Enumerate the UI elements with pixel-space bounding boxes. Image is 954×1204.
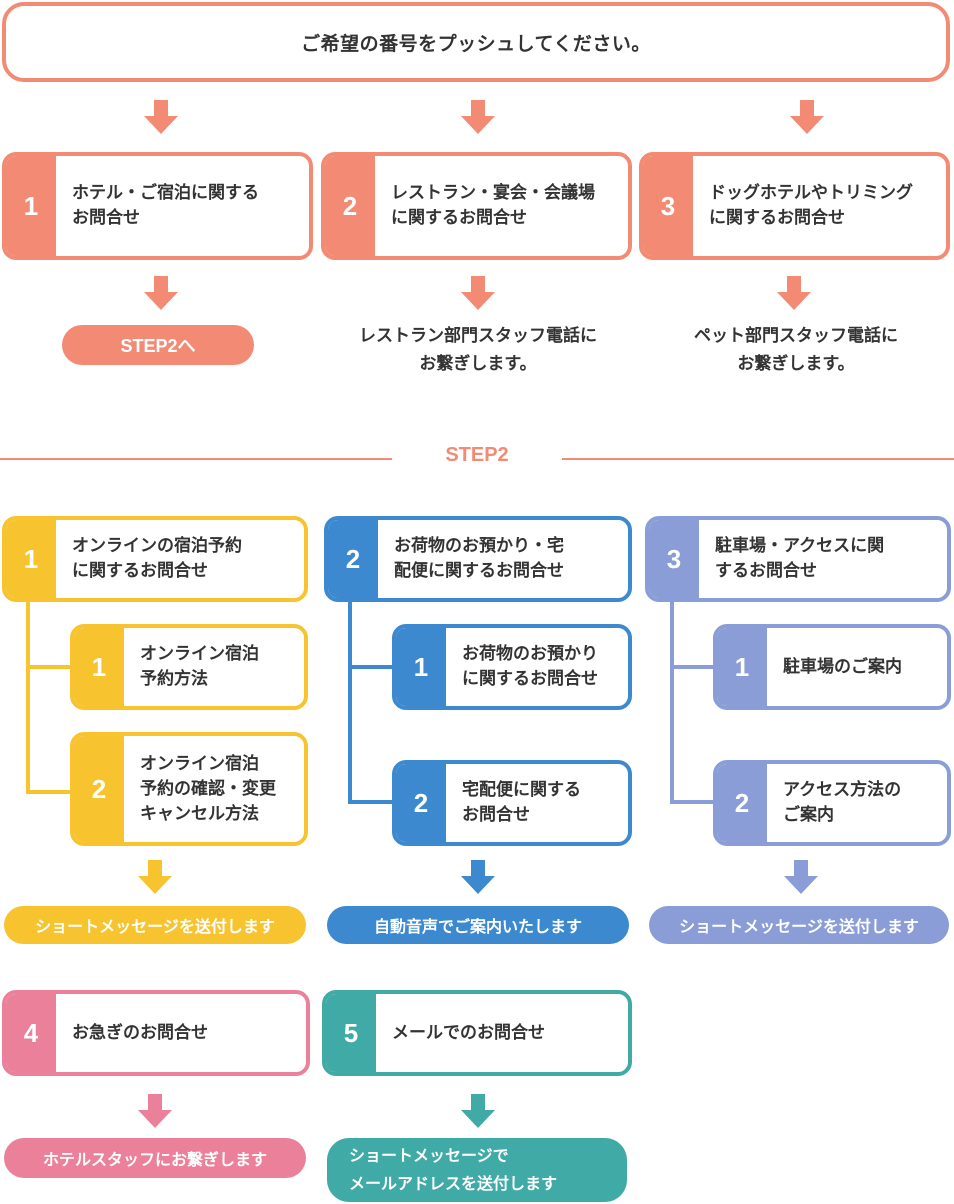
- step2-link-button[interactable]: STEP2へ: [62, 325, 254, 365]
- option-label: 駐車場・アクセスに関するお問合せ: [715, 536, 885, 581]
- option-number: 2: [74, 736, 124, 842]
- option-number: 4: [6, 994, 56, 1072]
- option-card-hotel[interactable]: 1 ホテル・ご宿泊に関するお問合せ: [2, 152, 313, 260]
- option-number: 1: [717, 628, 767, 706]
- sub-option-card-booking-method[interactable]: 1 オンライン宿泊予約方法: [70, 624, 308, 710]
- option-number: 5: [326, 994, 376, 1072]
- option-number: 1: [74, 628, 124, 706]
- option-label: アクセス方法のご案内: [783, 780, 902, 825]
- tree-connector: [26, 790, 74, 794]
- option-card-email[interactable]: 5 メールでのお問合せ: [322, 990, 632, 1076]
- pet-result-note: ペット部門スタッフ電話にお繋ぎします。: [694, 326, 898, 374]
- option-label: 駐車場のご案内: [783, 656, 902, 677]
- option-card-luggage-delivery[interactable]: 2 お荷物のお預かり・宅配便に関するお問合せ: [324, 516, 632, 602]
- option-label: 宅配便に関するお問合せ: [462, 780, 581, 825]
- option-number: 2: [328, 520, 378, 598]
- option-number: 3: [649, 520, 699, 598]
- option-label: レストラン・宴会・会議場に関するお問合せ: [391, 183, 595, 228]
- down-arrow-icon: [784, 860, 818, 896]
- result-badge-voice: 自動音声でご案内いたします: [327, 906, 629, 944]
- option-number: 1: [6, 156, 56, 256]
- result-badge-sms: ショートメッセージを送付します: [649, 906, 949, 944]
- option-label: オンライン宿泊予約の確認・変更キャンセル方法: [140, 753, 276, 824]
- divider-right: [562, 458, 954, 460]
- sub-option-card-parking[interactable]: 1 駐車場のご案内: [713, 624, 951, 710]
- option-label: ドッグホテルやトリミングに関するお問合せ: [709, 183, 913, 228]
- tree-connector: [670, 665, 718, 669]
- down-arrow-icon: [138, 860, 172, 896]
- option-label: オンラインの宿泊予約に関するお問合せ: [72, 536, 242, 581]
- option-label: お急ぎのお問合せ: [72, 1022, 208, 1043]
- option-card-online-booking[interactable]: 1 オンラインの宿泊予約に関するお問合せ: [2, 516, 308, 602]
- option-label: お荷物のお預かり・宅配便に関するお問合せ: [394, 536, 564, 581]
- option-number: 2: [325, 156, 375, 256]
- down-arrow-icon: [138, 1094, 172, 1130]
- sub-option-card-booking-change[interactable]: 2 オンライン宿泊予約の確認・変更キャンセル方法: [70, 732, 308, 846]
- option-card-parking-access[interactable]: 3 駐車場・アクセスに関するお問合せ: [645, 516, 951, 602]
- result-badge-sms: ショートメッセージを送付します: [4, 906, 306, 944]
- down-arrow-icon: [461, 100, 495, 136]
- option-number: 2: [396, 764, 446, 842]
- tree-connector: [348, 800, 396, 804]
- result-badge-email-sms: ショートメッセージで メールアドレスを送付します: [327, 1138, 627, 1202]
- tree-connector: [348, 665, 396, 669]
- down-arrow-icon: [461, 276, 495, 312]
- option-card-dog-hotel[interactable]: 3 ドッグホテルやトリミングに関するお問合せ: [639, 152, 950, 260]
- down-arrow-icon: [777, 276, 811, 312]
- tree-connector: [348, 600, 352, 804]
- sub-option-card-access[interactable]: 2 アクセス方法のご案内: [713, 760, 951, 846]
- instruction-banner: ご希望の番号をプッシュしてください。: [2, 2, 950, 82]
- down-arrow-icon: [461, 860, 495, 896]
- option-number: 1: [396, 628, 446, 706]
- down-arrow-icon: [461, 1094, 495, 1130]
- tree-connector: [26, 665, 74, 669]
- divider-left: [0, 458, 392, 460]
- option-label: オンライン宿泊予約方法: [140, 644, 259, 689]
- down-arrow-icon: [790, 100, 824, 136]
- restaurant-result-note: レストラン部門スタッフ電話にお繋ぎします。: [359, 326, 597, 374]
- tree-connector: [26, 600, 30, 794]
- option-card-urgent[interactable]: 4 お急ぎのお問合せ: [2, 990, 310, 1076]
- option-number: 2: [717, 764, 767, 842]
- option-card-restaurant[interactable]: 2 レストラン・宴会・会議場に関するお問合せ: [321, 152, 632, 260]
- sub-option-card-luggage[interactable]: 1 お荷物のお預かりに関するお問合せ: [392, 624, 632, 710]
- result-badge-staff: ホテルスタッフにお繋ぎします: [4, 1138, 306, 1178]
- sub-option-card-delivery[interactable]: 2 宅配便に関するお問合せ: [392, 760, 632, 846]
- option-label: メールでのお問合せ: [392, 1022, 545, 1043]
- option-number: 1: [6, 520, 56, 598]
- option-label: ホテル・ご宿泊に関するお問合せ: [72, 183, 259, 228]
- down-arrow-icon: [144, 100, 178, 136]
- down-arrow-icon: [144, 276, 178, 312]
- option-number: 3: [643, 156, 693, 256]
- tree-connector: [670, 600, 674, 804]
- tree-connector: [670, 800, 718, 804]
- instruction-text: ご希望の番号をプッシュしてください。: [301, 32, 651, 55]
- option-label: お荷物のお預かりに関するお問合せ: [462, 644, 598, 689]
- step2-title: STEP2: [445, 444, 509, 466]
